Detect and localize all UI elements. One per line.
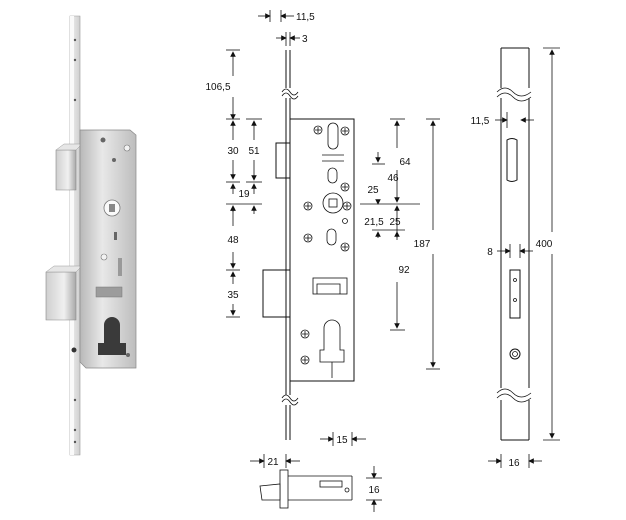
dim-bolt-width: 16 [368,485,380,496]
dimension-labels: 11,5 3 106,5 30 51 19 48 35 64 46 25 21,… [205,12,552,496]
dimension-lines [226,10,560,512]
front-view-drawing [496,47,532,441]
case-details [95,137,131,357]
dim-top-to-case: 106,5 [205,82,230,93]
dim-right-mid-a: 46 [387,173,399,184]
dim-right-lower: 92 [398,265,410,276]
lock-3d-render [45,15,137,456]
dim-upper-gap-b: 51 [248,146,260,157]
dim-bolt-height: 35 [227,290,239,301]
dim-faceplate-thickness: 3 [302,34,308,45]
dim-bolt-throw: 21 [267,457,279,468]
dim-case-height: 187 [414,239,431,250]
dim-front-slot-offset: 11,5 [471,116,490,127]
dim-faceplate-length: 400 [536,239,553,250]
dim-mid-gap: 48 [227,235,239,246]
dim-upper-gap-a: 30 [227,146,239,157]
dim-right-upper: 64 [399,157,411,168]
dim-bottom-bolt-offset: 15 [336,435,348,446]
dim-faceplate-width: 16 [508,458,520,469]
dim-right-mid-c: 21,5 [364,217,384,228]
dim-front-hole-offset: 8 [487,247,493,258]
dim-faceplate-offset-top: 11,5 [296,12,315,23]
side-elevation-drawing [259,50,355,509]
dim-latch-zone: 19 [238,189,250,200]
dim-right-mid-d: 25 [389,217,401,228]
dim-right-mid-b: 25 [367,185,379,196]
